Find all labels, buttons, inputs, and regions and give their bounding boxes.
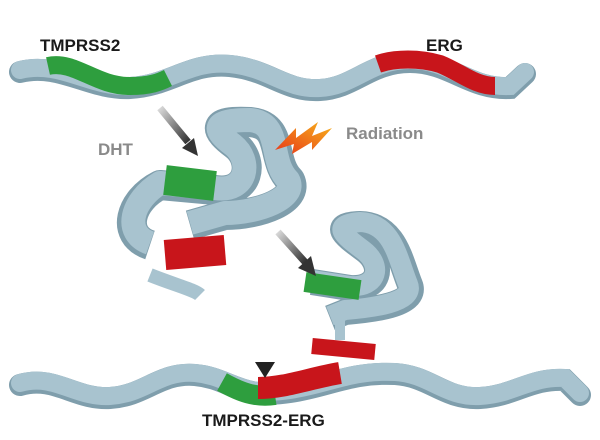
loop-tmprss2-segment bbox=[303, 272, 362, 300]
loop-erg-segment bbox=[311, 338, 376, 360]
erg-segment bbox=[375, 50, 496, 95]
broken-dna-loop bbox=[303, 211, 424, 360]
arrow-icon bbox=[275, 229, 316, 276]
tmprss2-label: TMPRSS2 bbox=[40, 36, 121, 55]
lightning-bolt-icon bbox=[275, 122, 332, 154]
radiation-label: Radiation bbox=[346, 124, 424, 143]
looped-tmprss2-segment bbox=[163, 165, 217, 201]
looped-erg-segment bbox=[163, 235, 227, 270]
dht-label: DHT bbox=[98, 140, 133, 159]
fused-dna-strand bbox=[9, 362, 591, 410]
arrow-icon bbox=[157, 105, 198, 156]
fusion-label: TMPRSS2-ERG bbox=[202, 411, 325, 430]
arrow-icon bbox=[255, 245, 275, 378]
tmprss2-segment bbox=[46, 56, 173, 96]
erg-label: ERG bbox=[426, 36, 463, 55]
looped-dna-strand bbox=[117, 106, 307, 301]
top-dna-strand bbox=[9, 50, 536, 102]
fused-erg-segment bbox=[257, 362, 342, 399]
